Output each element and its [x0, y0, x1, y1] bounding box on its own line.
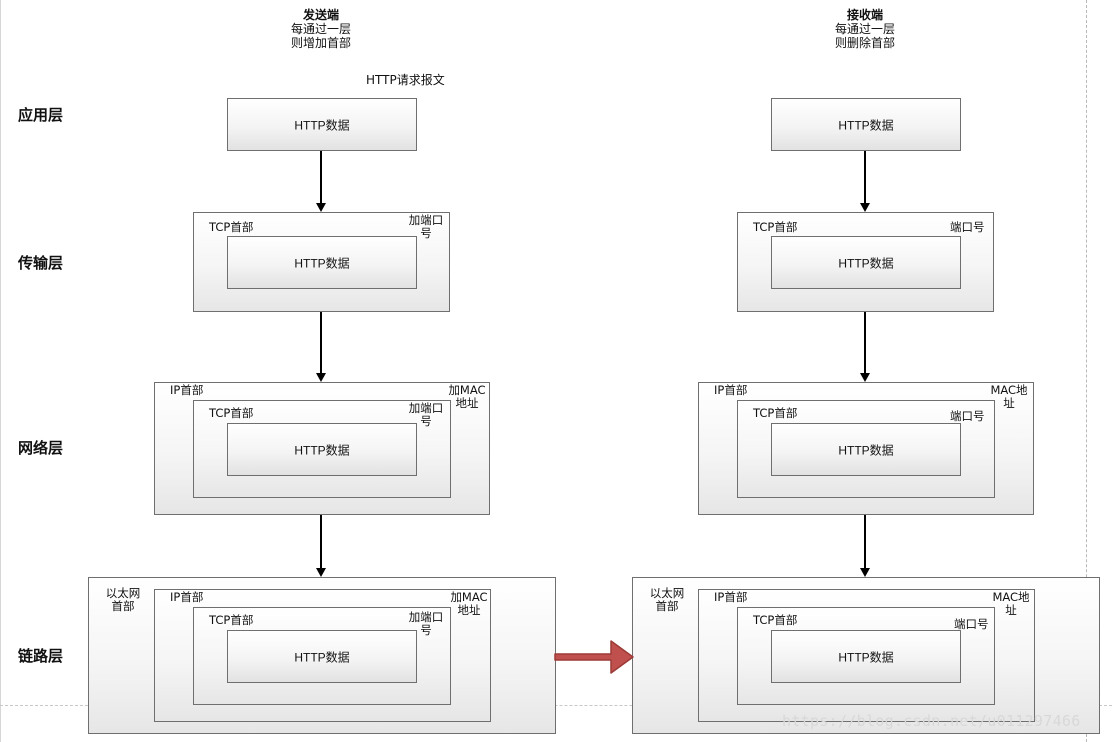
page-left-border: [0, 0, 1, 742]
add-port-line1: 加端口: [408, 610, 444, 624]
add-port-note: 加端口 号: [404, 611, 448, 637]
add-port-note: 加端口 号: [404, 402, 448, 428]
receiver-arrow-network-to-link: [864, 515, 866, 569]
tcp-header-label: TCP首部: [753, 613, 798, 627]
sender-subtitle-1: 每通过一层: [290, 22, 351, 36]
sender-transport-http-data: HTTP数据: [227, 236, 417, 289]
receiver-title: 接收端: [846, 8, 883, 22]
mac-line2: 址: [1003, 396, 1015, 410]
layer-application: 应用层: [18, 106, 64, 124]
sender-network-tcp-segment: TCP首部 加端口 号 HTTP数据: [193, 400, 451, 498]
http-request-message-label: HTTP请求报文: [366, 73, 445, 87]
sender-subtitle-2: 则增加首部: [290, 36, 351, 50]
tcp-header-label: TCP首部: [753, 406, 798, 420]
http-data-label: HTTP数据: [838, 650, 894, 664]
page-bottom-border: [0, 705, 1112, 706]
port-note: 端口号: [954, 617, 989, 631]
mac-note: MAC地 址: [987, 384, 1031, 410]
add-mac-line2: 地址: [457, 603, 481, 617]
sender-network-http-data: HTTP数据: [227, 423, 417, 476]
receiver-network-http-data: HTTP数据: [771, 423, 961, 476]
receiver-link-ip-packet: IP首部 MAC地 址 TCP首部 端口号 HTTP数据: [698, 589, 1035, 722]
add-mac-line2: 地址: [455, 396, 479, 410]
mac-line2: 址: [1005, 603, 1017, 617]
arrow-head: [860, 373, 870, 382]
ethernet-header-line1: 以太网: [649, 586, 685, 600]
sender-arrow-network-to-link: [320, 515, 322, 569]
add-port-note: 加端口 号: [404, 214, 448, 240]
tcp-header-label: TCP首部: [209, 220, 254, 234]
port-note: 端口号: [950, 409, 985, 423]
arrow-head: [316, 568, 326, 577]
sender-link-frame: 以太网 首部 IP首部 加MAC 地址 TCP首部 加端口 号 HTTP数据: [88, 577, 556, 734]
sender-network-packet: IP首部 加MAC 地址 TCP首部 加端口 号 HTTP数据: [154, 382, 490, 515]
tcp-header-label: TCP首部: [209, 406, 254, 420]
receiver-header: 接收端 每通过一层 则删除首部: [795, 8, 935, 50]
mac-line1: MAC地: [992, 590, 1030, 604]
arrow-head: [860, 568, 870, 577]
layer-network: 网络层: [18, 439, 64, 457]
arrow-head: [316, 203, 326, 212]
ip-header-label: IP首部: [170, 383, 204, 397]
receiver-arrow-transport-to-network: [864, 312, 866, 374]
page-right-border: [1086, 0, 1087, 742]
http-data-label: HTTP数据: [294, 650, 350, 664]
receiver-link-frame: 以太网 首部 IP首部 MAC地 址 TCP首部 端口号 HTTP数据: [632, 577, 1100, 734]
receiver-transport-http-data: HTTP数据: [771, 236, 961, 289]
mac-line1: MAC地: [990, 383, 1028, 397]
add-mac-line1: 加MAC: [448, 383, 486, 397]
add-port-line1: 加端口: [408, 401, 444, 415]
http-data-label: HTTP数据: [838, 443, 894, 457]
receiver-subtitle-1: 每通过一层: [834, 22, 895, 36]
receiver-app-http-data: HTTP数据: [771, 98, 961, 151]
sender-transport-segment: TCP首部 加端口 号 HTTP数据: [193, 212, 450, 312]
http-data-label: HTTP数据: [294, 443, 350, 457]
ethernet-header-label: 以太网 首部: [641, 587, 693, 613]
receiver-network-tcp-segment: TCP首部 端口号 HTTP数据: [737, 400, 995, 498]
receiver-link-tcp-segment: TCP首部 端口号 HTTP数据: [737, 607, 995, 705]
arrow-head: [316, 373, 326, 382]
layer-transport: 传输层: [18, 254, 64, 272]
ip-header-label: IP首部: [170, 590, 204, 604]
ethernet-header-label: 以太网 首部: [97, 587, 149, 613]
http-data-label: HTTP数据: [294, 256, 350, 270]
sender-header: 发送端 每通过一层 则增加首部: [251, 8, 391, 50]
sender-title: 发送端: [302, 8, 339, 22]
ip-header-label: IP首部: [714, 590, 748, 604]
receiver-link-http-data: HTTP数据: [771, 630, 961, 683]
add-port-line1: 加端口: [408, 213, 444, 227]
ethernet-header-line2: 首部: [111, 599, 135, 613]
http-data-label: HTTP数据: [294, 118, 350, 132]
ethernet-header-line2: 首部: [655, 599, 679, 613]
receiver-subtitle-2: 则删除首部: [834, 36, 895, 50]
tcp-header-label: TCP首部: [209, 613, 254, 627]
ethernet-header-line1: 以太网: [105, 586, 141, 600]
mac-note: MAC地 址: [989, 591, 1033, 617]
sender-arrow-app-to-transport: [320, 151, 322, 204]
add-port-line2: 号: [420, 226, 432, 240]
sender-link-tcp-segment: TCP首部 加端口 号 HTTP数据: [193, 607, 451, 705]
receiver-arrow-app-to-transport: [864, 151, 866, 204]
tcp-header-label: TCP首部: [753, 220, 798, 234]
add-port-line2: 号: [420, 414, 432, 428]
sender-app-http-data: HTTP数据: [227, 98, 417, 151]
port-note: 端口号: [950, 220, 985, 234]
sender-arrow-transport-to-network: [320, 312, 322, 374]
transfer-arrow-icon: [554, 640, 634, 674]
add-port-line2: 号: [420, 623, 432, 637]
http-data-label: HTTP数据: [838, 118, 894, 132]
add-mac-note: 加MAC 地址: [445, 384, 489, 410]
receiver-network-packet: IP首部 MAC地 址 TCP首部 端口号 HTTP数据: [698, 382, 1034, 515]
sender-link-http-data: HTTP数据: [227, 630, 417, 683]
layer-link: 链路层: [18, 647, 64, 665]
watermark: https://blog.csdn.net/u011297466: [782, 712, 1081, 730]
arrow-head: [860, 203, 870, 212]
receiver-transport-segment: TCP首部 端口号 HTTP数据: [737, 212, 994, 312]
add-mac-line1: 加MAC: [450, 590, 488, 604]
sender-link-ip-packet: IP首部 加MAC 地址 TCP首部 加端口 号 HTTP数据: [154, 589, 491, 722]
ip-header-label: IP首部: [714, 383, 748, 397]
add-mac-note: 加MAC 地址: [447, 591, 491, 617]
http-data-label: HTTP数据: [838, 256, 894, 270]
